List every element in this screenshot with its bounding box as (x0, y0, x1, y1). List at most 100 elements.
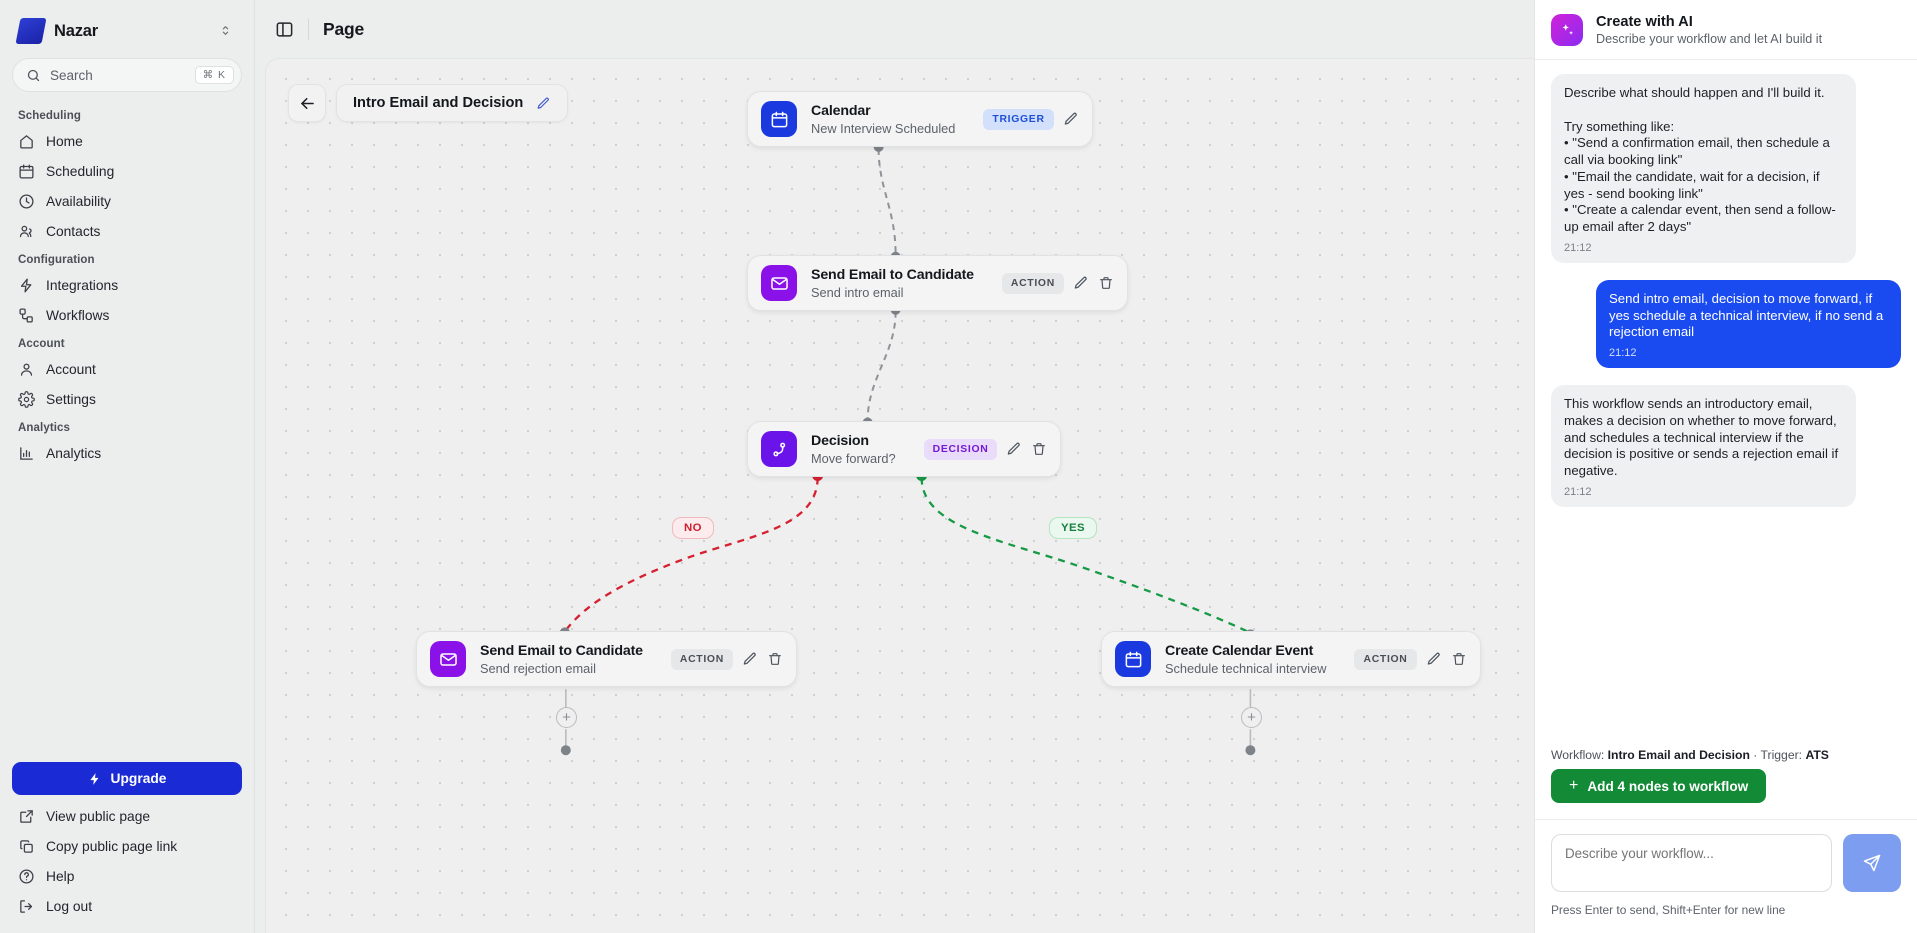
sidebar-item-copy-public-page-link[interactable]: Copy public page link (12, 831, 242, 861)
add-nodes-label: Add 4 nodes to workflow (1587, 778, 1749, 794)
sidebar-item-label: View public page (46, 808, 151, 824)
meta-workflow-name: Intro Email and Decision (1607, 748, 1750, 762)
workflow-node-decision[interactable]: Decision Move forward? DECISION (747, 421, 1062, 477)
node-title: Send Email to Candidate (811, 266, 974, 283)
calendar-icon (761, 101, 797, 137)
calendar-icon (1115, 641, 1151, 677)
trash-icon[interactable] (1098, 275, 1114, 291)
sidebar-item-label: Home (46, 133, 83, 149)
search-icon (26, 68, 41, 83)
send-button[interactable] (1843, 834, 1901, 892)
chevron-up-down-icon[interactable] (219, 24, 236, 39)
node-title: Calendar (811, 102, 871, 119)
trash-icon[interactable] (767, 651, 783, 667)
workflow-node-send-rejection-email[interactable]: Send Email to Candidate Send rejection e… (416, 631, 797, 687)
node-texts: Send Email to Candidate Send rejection e… (480, 643, 643, 676)
ai-panel-header: Create with AI Describe your workflow an… (1535, 0, 1917, 60)
sidebar-item-integrations[interactable]: Integrations (12, 270, 242, 300)
ai-panel-heading: Create with AI Describe your workflow an… (1596, 14, 1822, 46)
sidebar-item-log-out[interactable]: Log out (12, 891, 242, 921)
meta-trigger-prefix: Trigger: (1760, 748, 1806, 762)
logout-icon (18, 898, 35, 915)
search-input[interactable]: Search ⌘ K (12, 58, 242, 92)
home-icon (18, 133, 35, 150)
workflow-title: Intro Email and Decision (353, 95, 524, 111)
search-placeholder: Search (50, 67, 93, 83)
sidebar-item-label: Settings (46, 391, 96, 407)
sidebar-item-contacts[interactable]: Contacts (12, 216, 242, 246)
ai-message-list[interactable]: Describe what should happen and I'll bui… (1535, 60, 1917, 748)
workspace-switcher[interactable]: Nazar (12, 10, 242, 54)
message-text: This workflow sends an introductory emai… (1564, 396, 1842, 479)
pencil-icon[interactable] (536, 96, 551, 111)
clock-icon (18, 193, 35, 210)
nav-section-account: Account (18, 338, 65, 350)
sidebar-item-view-public-page[interactable]: View public page (12, 801, 242, 831)
status-badge: ACTION (1001, 272, 1064, 294)
node-texts: Calendar New Interview Scheduled (811, 103, 955, 136)
node-subtitle: Move forward? (811, 450, 896, 466)
sidebar-item-analytics[interactable]: Analytics (12, 438, 242, 468)
sidebar-item-workflows[interactable]: Workflows (12, 300, 242, 330)
app-logo (15, 18, 47, 44)
trash-icon[interactable] (1451, 651, 1467, 667)
meta-trigger-name: ATS (1805, 748, 1829, 762)
sidebar-item-label: Help (46, 868, 75, 884)
workflow-description-input[interactable] (1551, 834, 1832, 892)
workflow-title-chip[interactable]: Intro Email and Decision (336, 84, 569, 122)
sidebar-item-label: Availability (46, 193, 111, 209)
node-actions: ACTION (670, 648, 783, 670)
message-time: 21:12 (1564, 486, 1592, 499)
workflow-node-send-intro-email[interactable]: Send Email to Candidate Send intro email… (747, 255, 1128, 311)
chat-message-user: Send intro email, decision to move forwa… (1596, 279, 1901, 369)
topbar-divider (308, 18, 309, 40)
pencil-icon[interactable] (1006, 441, 1022, 457)
bolt-icon (18, 277, 35, 294)
upgrade-button[interactable]: Upgrade (12, 762, 242, 795)
bolt-icon (88, 772, 102, 786)
pencil-icon[interactable] (1063, 111, 1079, 127)
node-actions: ACTION (1001, 272, 1114, 294)
sidebar-item-scheduling[interactable]: Scheduling (12, 156, 242, 186)
pencil-icon[interactable] (742, 651, 758, 667)
sidebar-item-settings[interactable]: Settings (12, 384, 242, 414)
add-node-button-left[interactable]: + (556, 707, 577, 728)
create-with-ai-panel: Create with AI Describe your workflow an… (1534, 0, 1917, 933)
ai-composer: Press Enter to send, Shift+Enter for new… (1535, 819, 1917, 933)
node-title: Create Calendar Event (1165, 642, 1314, 659)
meta-separator: · (1749, 748, 1761, 762)
node-actions: DECISION (923, 438, 1048, 460)
node-actions: ACTION (1354, 648, 1467, 670)
sidebar-item-label: Log out (46, 898, 93, 914)
sidebar-item-label: Analytics (46, 445, 102, 461)
sidebar-item-label: Copy public page link (46, 838, 178, 854)
chat-message-bot: Describe what should happen and I'll bui… (1551, 74, 1856, 263)
external-link-icon (18, 808, 35, 825)
node-actions: TRIGGER (983, 108, 1079, 130)
panel-left-icon[interactable] (275, 20, 294, 39)
pencil-icon[interactable] (1426, 651, 1442, 667)
add-nodes-to-workflow-button[interactable]: + Add 4 nodes to workflow (1551, 769, 1767, 803)
add-node-button-right[interactable]: + (1241, 707, 1262, 728)
node-title: Send Email to Candidate (480, 642, 643, 659)
sidebar-item-label: Workflows (46, 307, 110, 323)
sidebar-item-home[interactable]: Home (12, 126, 242, 156)
node-title: Decision (811, 432, 869, 449)
mail-icon (761, 265, 797, 301)
back-button[interactable] (288, 84, 326, 122)
message-text: Describe what should happen and I'll bui… (1564, 85, 1836, 235)
upgrade-label: Upgrade (110, 771, 167, 786)
workflow-node-calendar-trigger[interactable]: Calendar New Interview Scheduled TRIGGER (747, 91, 1093, 147)
users-icon (18, 223, 35, 240)
status-badge: ACTION (670, 648, 733, 670)
search-shortcut: ⌘ K (194, 66, 234, 84)
pencil-icon[interactable] (1073, 275, 1089, 291)
workflow-node-create-calendar-event[interactable]: Create Calendar Event Schedule technical… (1101, 631, 1481, 687)
sidebar-item-availability[interactable]: Availability (12, 186, 242, 216)
trash-icon[interactable] (1031, 441, 1047, 457)
sidebar-item-help[interactable]: Help (12, 861, 242, 891)
sidebar-item-account[interactable]: Account (12, 354, 242, 384)
meta-workflow-prefix: Workflow: (1551, 748, 1608, 762)
ai-workflow-meta: Workflow: Intro Email and Decision · Tri… (1535, 748, 1917, 769)
